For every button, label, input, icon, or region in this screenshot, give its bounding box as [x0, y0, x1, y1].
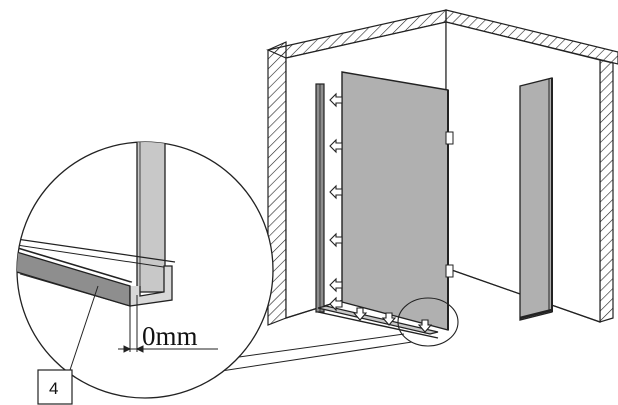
floor-profile — [317, 305, 439, 339]
glass-panel-main — [341, 71, 454, 331]
arrow-left-icon — [329, 92, 343, 108]
step-number: 4 — [49, 379, 58, 398]
top-right-wall-hatch — [445, 9, 618, 65]
arrow-down-icon — [352, 307, 368, 321]
hinge-bottom — [445, 264, 454, 278]
arrow-left-icon — [329, 296, 343, 312]
glass-panel-right — [519, 77, 553, 321]
step-number-box: 4 — [37, 369, 73, 405]
arrow-down-icon — [417, 319, 433, 333]
push-arrows-down — [352, 307, 433, 333]
detail-callout: 0mm — [16, 141, 459, 399]
gap-label: 0mm — [142, 321, 198, 351]
arrow-left-icon — [329, 184, 343, 200]
profile-leader — [69, 285, 99, 371]
gap-dimension — [118, 295, 218, 353]
right-wall-hatch — [599, 59, 614, 323]
arrow-left-icon — [329, 232, 343, 248]
push-arrows-left — [329, 92, 343, 312]
hinge-top — [445, 131, 454, 145]
arrow-left-icon — [329, 138, 343, 154]
detail-marker-circle — [397, 297, 459, 347]
arrow-left-icon — [329, 277, 343, 293]
arrow-down-icon — [381, 312, 397, 326]
wall-profile-left — [315, 83, 325, 313]
